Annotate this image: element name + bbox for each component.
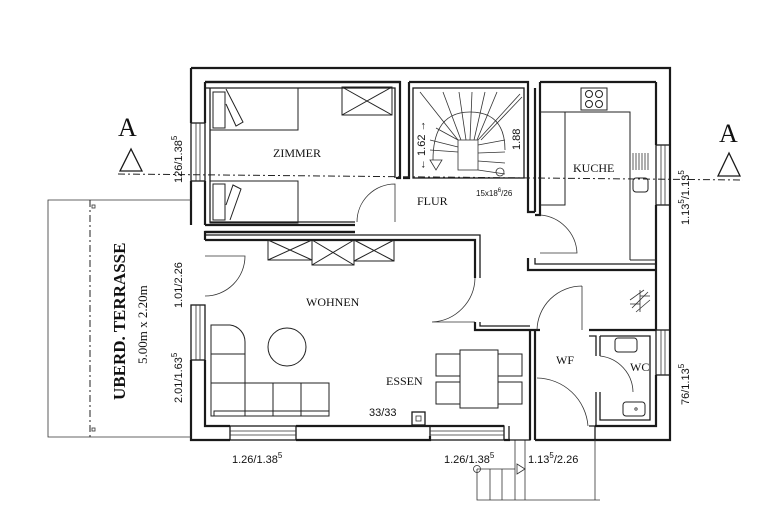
- window-zimmer: [190, 122, 206, 182]
- entrance-steps: [473, 426, 600, 501]
- window-kitchen: [655, 144, 671, 206]
- terrace-title: UBERD. TERRASSE: [110, 243, 129, 400]
- section-marker-right-letter: A: [719, 119, 738, 148]
- room-label-wohnen: WOHNEN: [306, 295, 360, 309]
- stair-dim-right: 1.88: [511, 129, 523, 150]
- window-wohnen-left: [190, 304, 206, 361]
- dim-bottom-window-right: 1.26/1.385: [444, 451, 495, 466]
- room-kueche: KUCHE: [526, 82, 656, 272]
- terrace-size: 5.00m x 2.20m: [135, 285, 150, 364]
- window-wc: [655, 329, 671, 376]
- dim-bottom-window-left: 1.26/1.385: [232, 451, 283, 466]
- room-label-flur: FLUR: [417, 194, 448, 208]
- dim-wohnen-door: 1.01/2.26: [173, 262, 185, 308]
- dim-wc-window: 76/1.135: [677, 363, 692, 405]
- dim-kitchen-window: 1.135/1.135: [677, 170, 692, 225]
- section-marker-left-letter: A: [118, 113, 137, 142]
- covered-terrace: UBERD. TERRASSE 5.00m x 2.20m: [47, 199, 191, 438]
- chimney-size: 33/33: [369, 407, 397, 419]
- outer-walls: [189, 66, 672, 442]
- window-bottom-left: [229, 425, 297, 441]
- room-wf-wc: WF WC: [528, 285, 656, 440]
- room-label-wf: WF: [556, 353, 574, 367]
- dimensions: 126/1.385 1.135/1.135 1.01/2.26 2.01/1.6…: [170, 135, 692, 466]
- section-line-a: A A: [117, 113, 744, 181]
- room-label-kueche: KUCHE: [573, 161, 614, 175]
- room-label-essen: ESSEN: [386, 374, 423, 388]
- room-zimmer: ZIMMER: [205, 80, 402, 234]
- dim-entrance-door: 1.135/2.26: [528, 451, 578, 466]
- room-wohnen-essen: 33/33 WOHNEN ESSEN: [204, 239, 540, 426]
- room-label-zimmer: ZIMMER: [273, 146, 321, 160]
- section-marker-right-triangle: [716, 151, 742, 177]
- room-label-wc: WC: [630, 360, 649, 374]
- stair-spec: 15x186/26: [476, 188, 513, 198]
- section-marker-left-triangle: [118, 147, 144, 172]
- window-bottom-right: [429, 425, 505, 441]
- stairwell: ← 1.62 → 1.88 15x186/26: [403, 80, 537, 214]
- stair-dim-left: ← 1.62 →: [416, 120, 428, 170]
- dim-wohnen-window-left: 2.01/1.635: [170, 352, 185, 403]
- dim-zimmer-window: 126/1.385: [170, 135, 185, 183]
